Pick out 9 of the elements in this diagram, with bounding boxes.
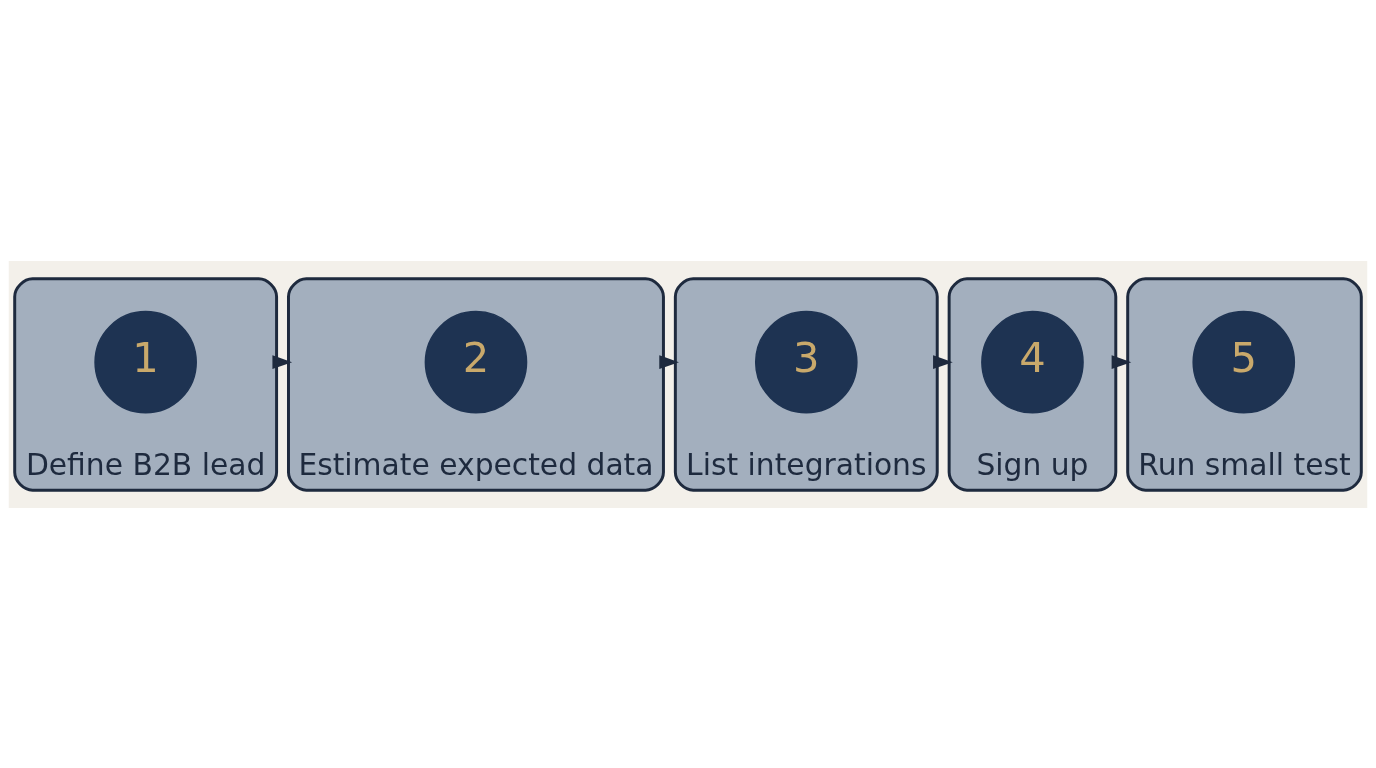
node-circle: 3 — [754, 310, 858, 413]
arrow — [933, 354, 953, 369]
node-circle: 4 — [981, 310, 1084, 413]
arrow — [1111, 354, 1132, 369]
node-circle: 5 — [1192, 310, 1296, 413]
arrow — [272, 354, 293, 369]
node-circle: 1 — [94, 310, 197, 413]
arrow — [659, 354, 679, 369]
node-circle: 2 — [424, 310, 528, 413]
